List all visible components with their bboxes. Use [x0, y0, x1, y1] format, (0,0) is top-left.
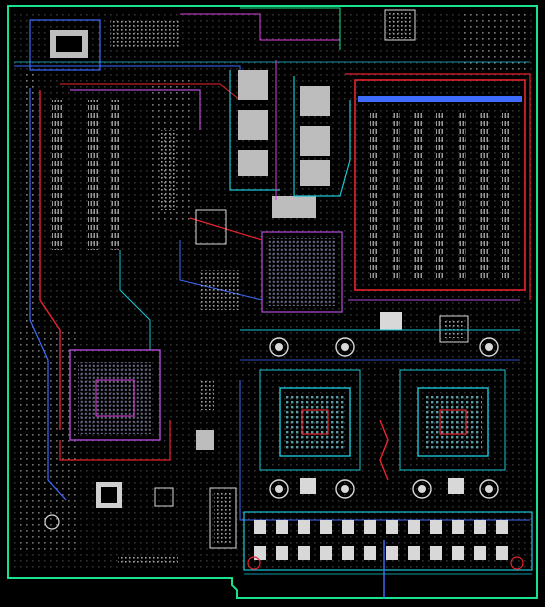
- dimm-slots: [345, 73, 531, 301]
- center-bga: [179, 209, 343, 313]
- cpu-socket-left: [279, 387, 351, 457]
- small-ic-bottom-left: [44, 482, 178, 565]
- left-traces: [29, 83, 241, 501]
- dimm-slot-columns: [370, 110, 510, 280]
- bottom-center-connector: [196, 380, 237, 549]
- vrm-components: [229, 60, 351, 218]
- top-header-region: [14, 7, 530, 80]
- cpu-socket-right: [417, 387, 489, 457]
- bottom-power-stage-row: [243, 511, 533, 598]
- chipset-bga-left: [59, 349, 171, 461]
- lower-row-components: [269, 478, 499, 499]
- power-stage-mosfets: [254, 520, 508, 560]
- board-outline: [7, 5, 538, 599]
- mid-row-components: [240, 312, 520, 361]
